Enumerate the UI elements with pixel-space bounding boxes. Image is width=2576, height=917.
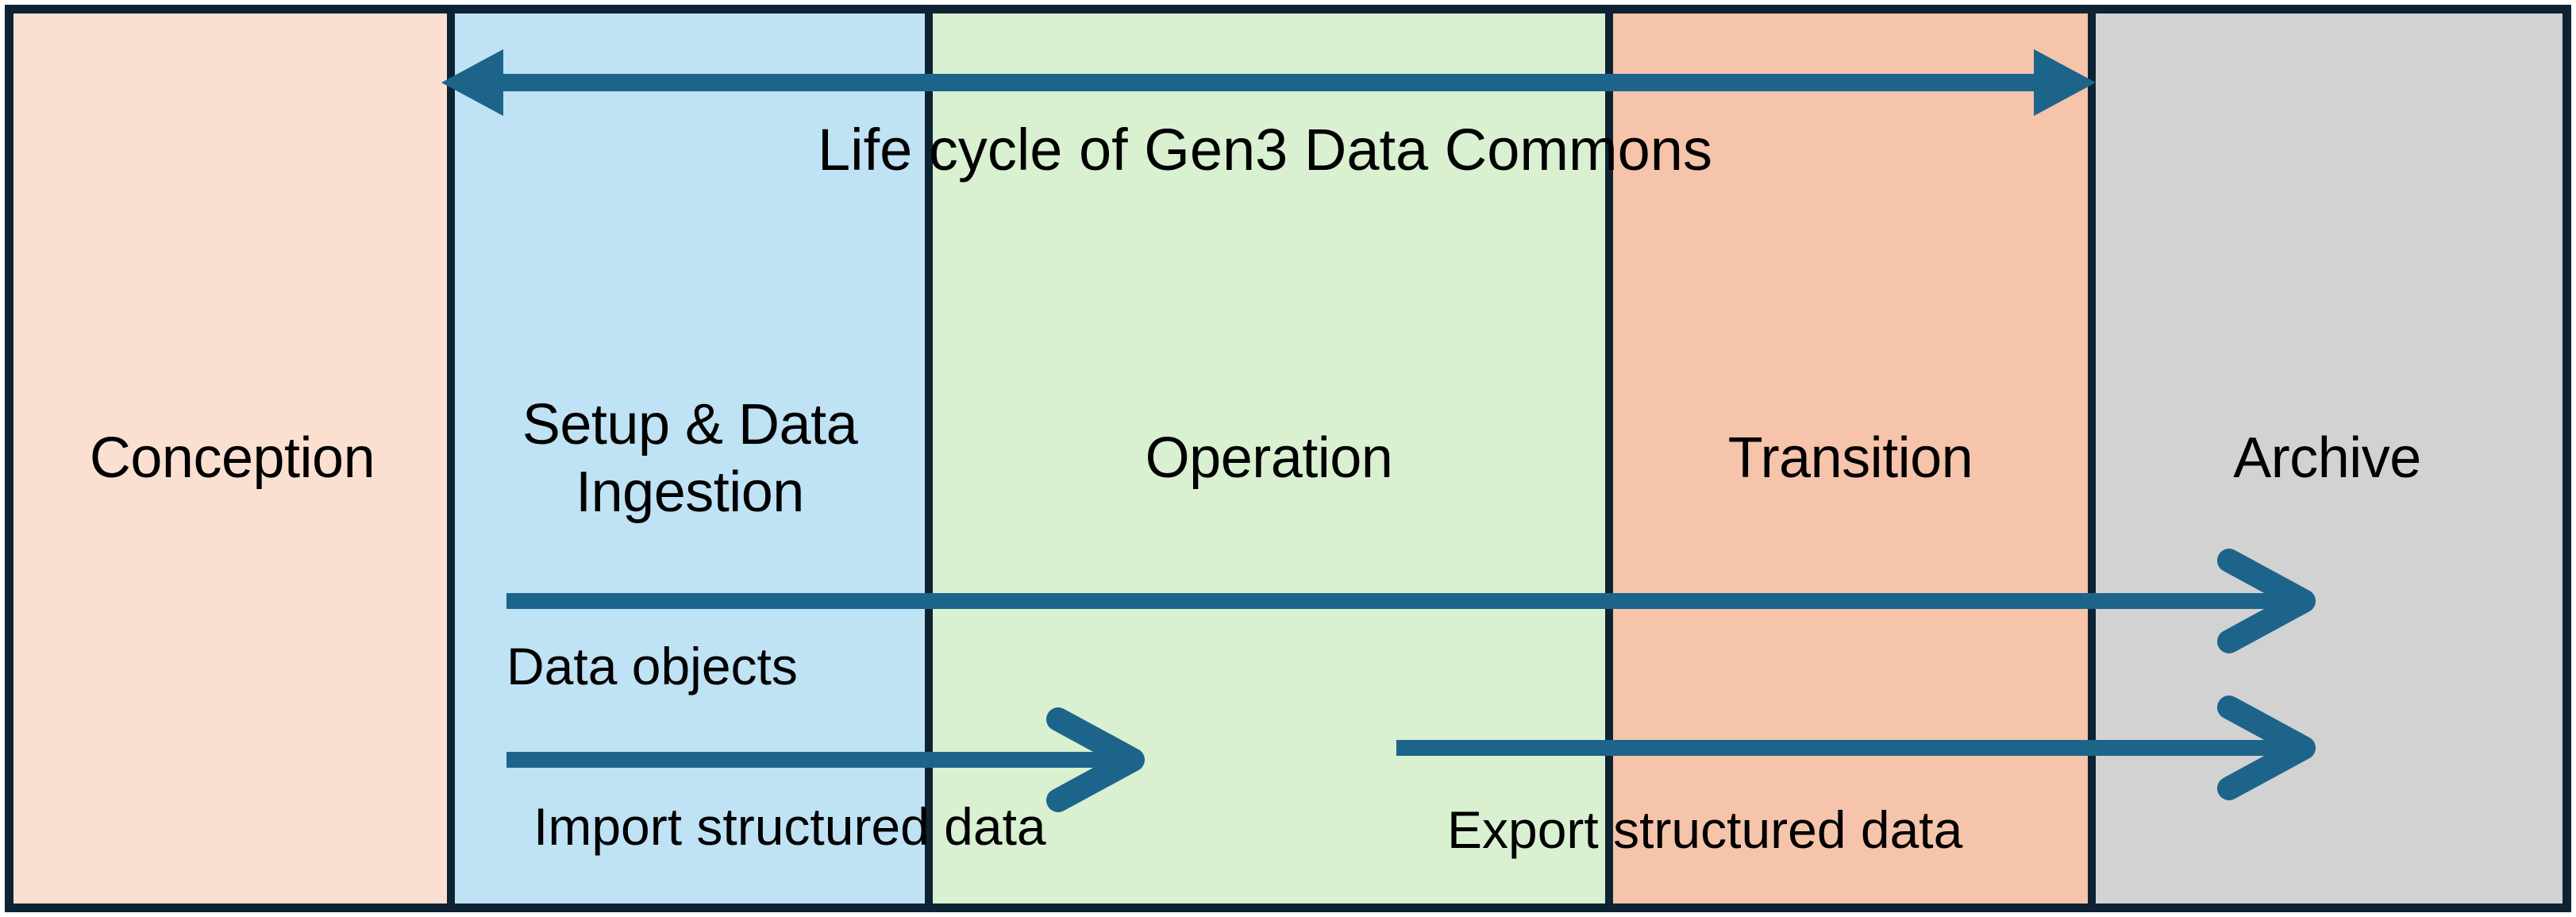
- stage-label-setup: Setup & Data Ingestion: [522, 392, 858, 524]
- stage-archive: Archive: [2088, 13, 2563, 904]
- stage-divider: [2088, 13, 2096, 904]
- stage-label-operation: Operation: [1145, 426, 1393, 491]
- flow-label-export-structured-data: Export structured data: [1447, 800, 1963, 859]
- flow-label-lifecycle: Life cycle of Gen3 Data Commons: [818, 117, 1712, 183]
- stage-label-archive: Archive: [2233, 426, 2421, 491]
- stage-label-conception: Conception: [89, 426, 375, 491]
- stage-divider: [447, 13, 455, 904]
- stage-divider: [1605, 13, 1613, 904]
- stage-divider: [925, 13, 933, 904]
- flow-label-import-structured-data: Import structured data: [533, 797, 1046, 856]
- stage-label-transition: Transition: [1727, 426, 1973, 491]
- flow-label-data-objects: Data objects: [506, 637, 798, 695]
- stage-conception: Conception: [13, 13, 451, 904]
